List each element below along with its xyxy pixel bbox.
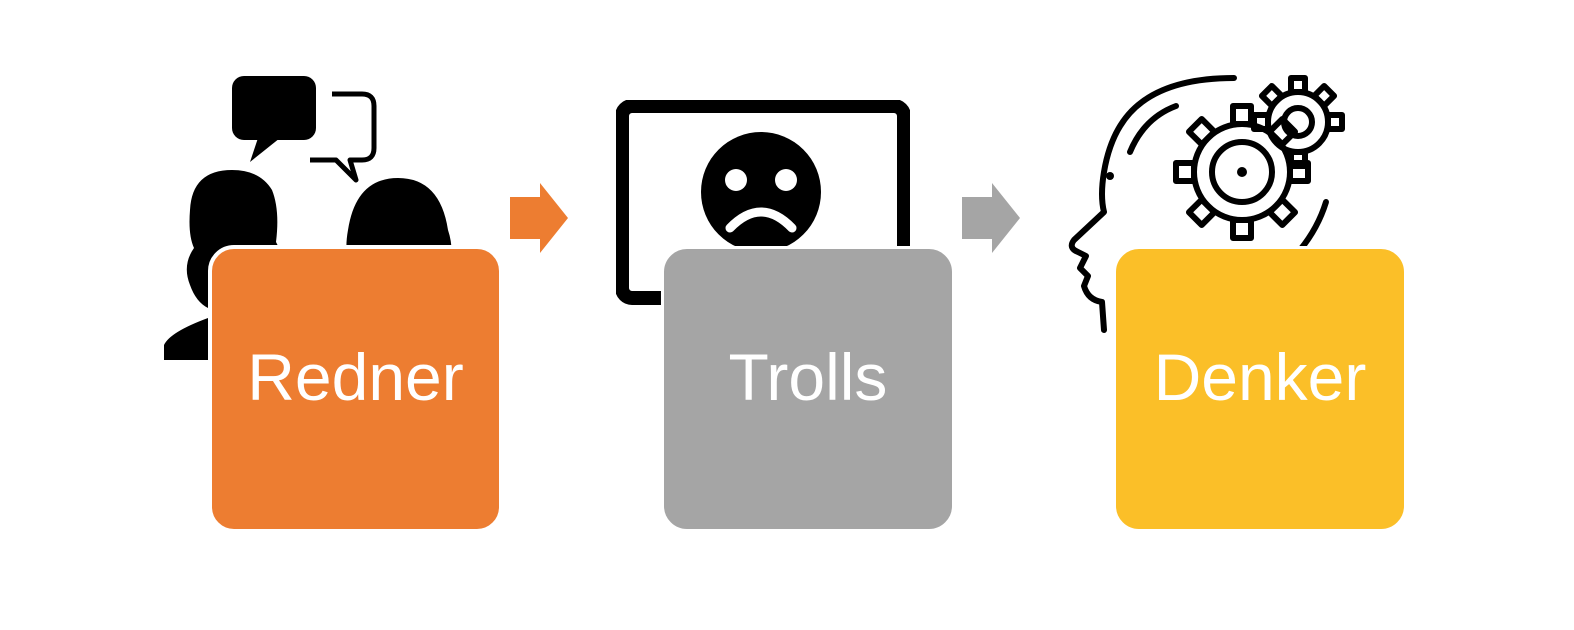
step-box-redner: Redner (208, 245, 503, 533)
sad-monitor-icon (616, 100, 910, 305)
step-label-redner: Redner (247, 340, 464, 414)
step-label-denker: Denker (1153, 340, 1367, 414)
arrow-shape (962, 183, 1020, 253)
right-arrow-icon (510, 183, 568, 253)
right-arrow-icon (962, 183, 1020, 253)
thinking-head-gears-icon (1064, 72, 1364, 342)
step-box-trolls: Trolls (661, 246, 955, 532)
step-box-denker: Denker (1113, 246, 1407, 532)
step-label-trolls: Trolls (728, 340, 888, 414)
arrow-shape (510, 183, 568, 253)
